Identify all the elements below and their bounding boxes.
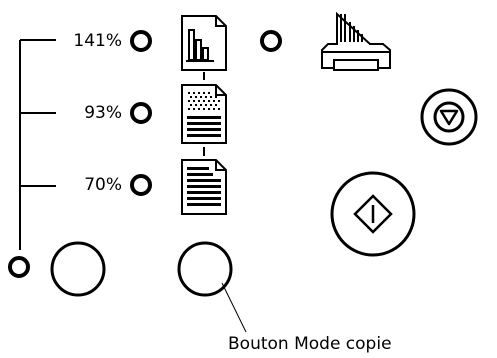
zoom-button[interactable] [50,241,106,297]
led-70 [130,174,152,196]
callout-leader-line [221,282,247,333]
copy-mode-button[interactable] [177,241,233,297]
start-button[interactable] [330,171,416,257]
zoom-bracket [19,39,56,250]
copy-mode-callout-label: Bouton Mode copie [228,334,392,354]
led-141 [130,30,152,52]
led-printer [260,30,282,52]
bar-chart-document-icon [181,15,227,71]
printer-icon [321,11,391,71]
zoom-label-70: 70% [84,175,122,195]
stop-button[interactable] [420,88,478,146]
led-bottom-left [8,256,30,278]
text-document-icon [181,159,227,215]
zoom-label-93: 93% [84,103,122,123]
halftone-document-icon [181,84,227,144]
led-93 [130,102,152,124]
zoom-label-141: 141% [73,31,122,51]
